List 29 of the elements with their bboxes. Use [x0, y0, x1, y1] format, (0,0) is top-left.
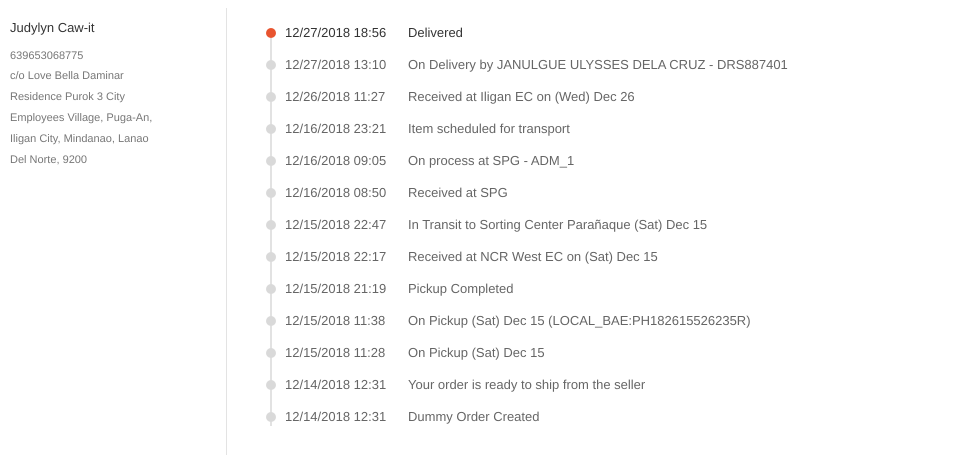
timestamp: 12/14/2018 12:31: [285, 377, 386, 392]
timestamp: 12/15/2018 22:47: [285, 217, 386, 232]
status-text: On Pickup (Sat) Dec 15: [408, 345, 545, 360]
timestamp: 12/26/2018 11:27: [285, 89, 386, 104]
timestamp: 12/15/2018 11:28: [285, 345, 386, 360]
timestamp: 12/15/2018 11:38: [285, 313, 386, 328]
timestamp: 12/27/2018 13:10: [285, 57, 386, 72]
status-text: Delivered: [408, 25, 463, 40]
timestamp: 12/16/2018 08:50: [285, 185, 386, 200]
status-text: Item scheduled for transport: [408, 121, 570, 136]
status-text: Received at Iligan EC on (Wed) Dec 26: [408, 89, 635, 104]
status-text: On Delivery by JANULGUE ULYSSES DELA CRUZ - DRS887401: [408, 57, 788, 72]
phone-number: 639653068775: [10, 50, 84, 62]
timestamp: 12/15/2018 21:19: [285, 281, 386, 296]
timestamp: 12/14/2018 12:31: [285, 409, 386, 424]
status-text: On Pickup (Sat) Dec 15 (LOCAL_BAE:PH182615526235R): [408, 313, 751, 328]
timestamp: 12/15/2018 22:17: [285, 249, 386, 264]
address-text: c/o Love Bella Daminar Residence Purok 3 City Employees Village, Puga-An, Iligan City, Mindanao, Lanao Del Norte, 9200: [10, 69, 154, 168]
status-text: Pickup Completed: [408, 281, 514, 296]
status-text: In Transit to Sorting Center Parañaque (Sat) Dec 15: [408, 217, 708, 232]
timestamp: 12/27/2018 18:56: [285, 25, 386, 40]
status-text: Your order is ready to ship from the seller: [408, 377, 646, 392]
status-text: Received at NCR West EC on (Sat) Dec 15: [408, 249, 658, 264]
status-text: Received at SPG: [408, 185, 508, 200]
timestamp: 12/16/2018 23:21: [285, 121, 386, 136]
status-text: Dummy Order Created: [408, 409, 540, 424]
person-name: Judylyn Caw-it: [10, 20, 95, 35]
status-text: On process at SPG - ADM_1: [408, 153, 574, 168]
timestamp: 12/16/2018 09:05: [285, 153, 386, 168]
